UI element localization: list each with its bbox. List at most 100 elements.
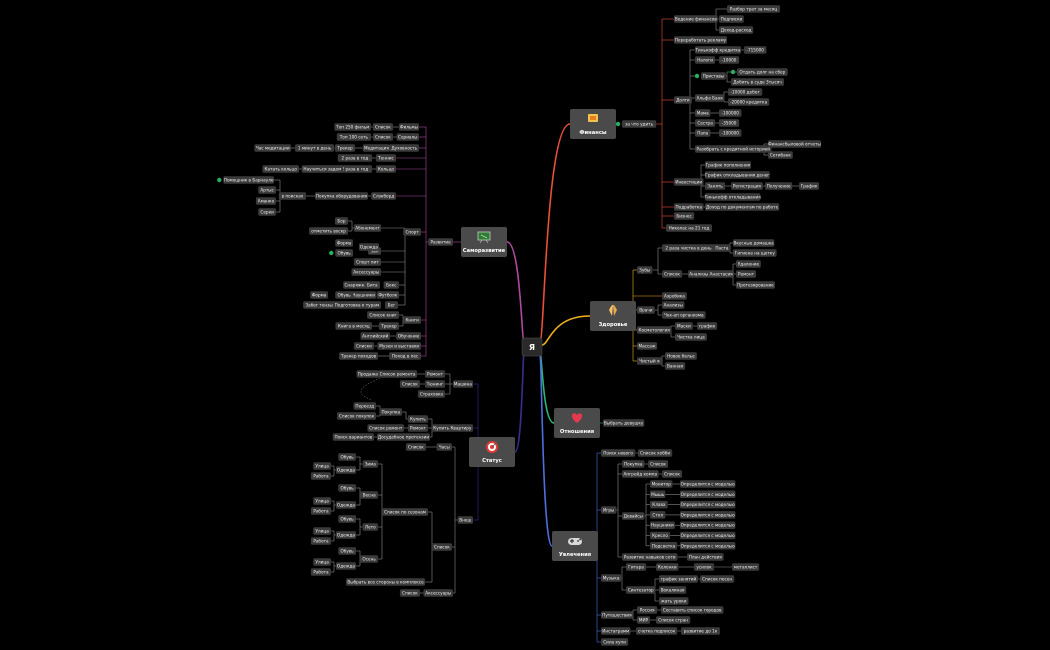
- node-branches-self-boks-children-7[interactable]: Забег тензы: [303, 301, 335, 309]
- node-branches-status-leto[interactable]: Лето: [362, 523, 378, 531]
- node-branches-health-teeth-children-analizy-children-0[interactable]: Удаление: [736, 260, 761, 268]
- node-branches-self-slack[interactable]: Слэкборд: [371, 192, 396, 200]
- node-branches-leisure-gitara-children-1[interactable]: усилок: [694, 563, 715, 571]
- node-branches-self-left-top-1-a[interactable]: Топ 100 сеть: [336, 133, 371, 141]
- node-branches-leisure-puteshestviya[interactable]: Путешествия: [601, 611, 633, 619]
- node-branches-self-zal-children-1[interactable]: Форма: [335, 239, 353, 247]
- device-2[interactable]: Клава: [650, 500, 668, 509]
- node-branches-leisure-devaysy[interactable]: Девайсы: [622, 512, 645, 520]
- node-branches-self-left-misc-2[interactable]: Серки: [258, 208, 276, 216]
- node-branches-self-spisok-knig[interactable]: Список книг: [367, 311, 399, 319]
- node-branches-leisure-sintezator[interactable]: Синтезатор: [626, 586, 656, 594]
- node-branches-health-vrach-children-0[interactable]: Анализы: [662, 301, 685, 309]
- node-branches-leisure-instagram-v[interactable]: счетка подписок: [636, 627, 678, 635]
- node-branches-leisure-rossiya[interactable]: Россия: [637, 606, 658, 614]
- node-branches-self-kniga-treker[interactable]: Трекер: [378, 322, 399, 330]
- node-branches-self-muzei[interactable]: Музеи и выставки: [377, 342, 421, 350]
- status-shirt-list[interactable]: Список: [431, 543, 452, 551]
- node-branches-health-teeth-children-analizy-children-2[interactable]: Протезирование: [736, 281, 775, 289]
- node-branches-status-zima[interactable]: Зима: [362, 460, 378, 468]
- node-branches-finance-items-invest-children-poluchenie[interactable]: Получение: [765, 182, 793, 190]
- node-branches-self-boks-children-2[interactable]: Футболк: [376, 291, 399, 299]
- node-branches-finance-items-dolgi-children-pristavy-children-1[interactable]: Добить в суде 3тысяч: [731, 78, 785, 86]
- node-branches-leisure-poisk-v[interactable]: Список хобби: [638, 449, 673, 457]
- node-branches-finance-items-vedenie-children-1[interactable]: Подписки: [719, 15, 744, 23]
- node-branches-self-bor[interactable]: Бор: [334, 217, 348, 225]
- node-branches-self-boks-children-8[interactable]: Подготовка к турам: [332, 301, 381, 309]
- node-branches-finance-items-invest-children-grafik2[interactable]: График: [799, 182, 820, 190]
- node-branches-health-kosmetologiya[interactable]: Косметология: [637, 326, 672, 334]
- node-branches-finance-items-pererabotka[interactable]: Переработать рекламу: [674, 36, 728, 44]
- node-branches-self-slack-children-pomoshch[interactable]: Помощник в Барнауле: [217, 176, 274, 184]
- node-branches-health-massazh[interactable]: Массаж: [637, 342, 658, 350]
- node-branches-relations-child[interactable]: Выбрать девушку: [603, 419, 645, 427]
- node-branches-self-pohod-v[interactable]: Трекер походов: [339, 352, 378, 360]
- node-branches-status-kv-children-remont[interactable]: Ремонт: [407, 424, 428, 432]
- node-branches-status-mash-children-2[interactable]: Страховка: [417, 390, 445, 398]
- node-branches-status-vn-children-spisok[interactable]: Список: [405, 443, 426, 451]
- node-branches-status-kvartira[interactable]: Купить Квартиру: [431, 424, 473, 432]
- season-1-street[interactable]: Улица: [313, 497, 331, 505]
- node-branches-finance-items-dolgi-children-razobrat-children-1[interactable]: Сетибанк: [768, 151, 793, 159]
- node-branches-finance-items-invest-children-registr[interactable]: Регистрация: [731, 182, 763, 190]
- node-branches-status-mashina[interactable]: Машина: [452, 380, 473, 388]
- device-6[interactable]: Подсветка: [650, 542, 678, 550]
- node-branches-finance-items-dolgi-children-nalog-v[interactable]: -10000: [719, 56, 740, 64]
- device-value-0[interactable]: Определится с моделью: [680, 480, 736, 488]
- node-branches-status-vn-children-chasy[interactable]: Часы: [436, 443, 452, 451]
- node-branches-finance-items-podrabotka-v[interactable]: Доход по документам по работе: [705, 203, 780, 211]
- node-branches-self-obuchenie[interactable]: Обучение: [396, 332, 421, 340]
- node-branches-leisure-apteka[interactable]: Апгрейд компа: [622, 470, 659, 478]
- node-branches-self-nauchitsya[interactable]: Научиться задом: [301, 165, 343, 173]
- season-3-street[interactable]: Улица: [313, 558, 331, 566]
- node-branches-status-aksessuary[interactable]: Аксессуары: [423, 589, 453, 597]
- node-branches-self-left-top-1-c[interactable]: Сериалы: [396, 133, 419, 141]
- device-value-5[interactable]: Определится с моделью: [680, 531, 736, 540]
- device-value-3[interactable]: Определится с моделью: [680, 511, 736, 519]
- node-branches-self-zal-children-4[interactable]: Аксессуары: [351, 268, 381, 276]
- node-branches-health-teeth-children-analizy-children-1[interactable]: Ремонт: [736, 270, 757, 278]
- device-value-2[interactable]: Определится с моделью: [680, 500, 736, 509]
- node-branches-finance-items-invest[interactable]: Инвестиции: [674, 178, 704, 186]
- node-branches-health-kosm-children-maski[interactable]: Маски: [675, 322, 693, 330]
- device-3[interactable]: Стол: [650, 511, 666, 519]
- node-branches-self-katat[interactable]: Катать кольцо: [262, 165, 299, 173]
- node-branches-finance-items-invest-children-grafik[interactable]: График пополнения: [705, 161, 751, 169]
- node-branches-self-zal-children-0[interactable]: Одежда: [358, 243, 379, 251]
- node-branches-status-mash-children-0[interactable]: Ремонт: [424, 370, 445, 378]
- node-branches-status-vneshniy[interactable]: Внеш: [457, 516, 473, 524]
- node-branches-finance-items-dolgi-children-tinkoff-v[interactable]: -715000: [744, 46, 767, 54]
- topic-finance[interactable]: Финансы: [570, 109, 616, 139]
- node-branches-status-osen[interactable]: Осень: [360, 555, 378, 563]
- node-branches-leisure-gitara-children-0[interactable]: Колонки: [656, 563, 679, 571]
- node-branches-self-boks-children-6[interactable]: Обувь: [335, 291, 353, 299]
- season-2-street[interactable]: Улица: [313, 527, 331, 535]
- node-branches-finance-items-biznes[interactable]: Бизнес: [674, 212, 695, 220]
- node-branches-self-tennis-v[interactable]: 2 раза в год: [337, 154, 372, 162]
- node-branches-leisure-sint-children-zhat[interactable]: жать уроки: [659, 597, 689, 605]
- node-branches-health-vrach[interactable]: Врачи: [637, 306, 655, 314]
- node-branches-status-spisok[interactable]: Список: [399, 380, 420, 388]
- node-branches-status-sp-aks[interactable]: Список: [399, 589, 420, 597]
- season-0-clothes[interactable]: Одежда: [335, 466, 356, 474]
- node-branches-health-teeth-children-chistka[interactable]: 2 раза чистка в день: [662, 244, 716, 252]
- node-branches-self-boks[interactable]: Бокс: [383, 281, 399, 289]
- node-branches-health-vrach-children-1[interactable]: Чек-ап организма: [662, 311, 706, 319]
- topic-relations[interactable]: Отношения: [554, 408, 600, 438]
- node-branches-self-left-misc-1[interactable]: Аманко: [255, 197, 276, 205]
- node-branches-health-teeth-children-spisok[interactable]: Список: [662, 270, 683, 278]
- node-branches-self-boks-children-5[interactable]: Форма: [310, 291, 328, 299]
- node-branches-self-boks-children-3[interactable]: Наушники: [351, 291, 376, 299]
- season-2-shoes[interactable]: Обувь: [338, 515, 356, 523]
- season-3-shoes[interactable]: Обувь: [338, 547, 356, 555]
- node-branches-finance-items-dolgi-children-sestra[interactable]: Сестра: [695, 119, 716, 127]
- device-0[interactable]: Монитор: [650, 480, 673, 488]
- node-branches-self-boks-children-9[interactable]: Бег: [384, 301, 398, 309]
- node-branches-status-kv-children-poisk[interactable]: Поиск вариантов: [332, 433, 374, 441]
- node-branches-health-chisty-children-0[interactable]: Новое белье: [665, 352, 697, 360]
- node-branches-health-chisty-children-1[interactable]: Ванная: [665, 362, 686, 370]
- node-branches-status-sezon[interactable]: Список по сезонам: [382, 508, 428, 516]
- node-branches-health-teeth[interactable]: Зубы: [637, 266, 653, 274]
- node-branches-self-zal-children-3[interactable]: Спорт пит: [353, 258, 381, 266]
- node-branches-status-kv-children-pokupka[interactable]: Покупка: [379, 408, 402, 416]
